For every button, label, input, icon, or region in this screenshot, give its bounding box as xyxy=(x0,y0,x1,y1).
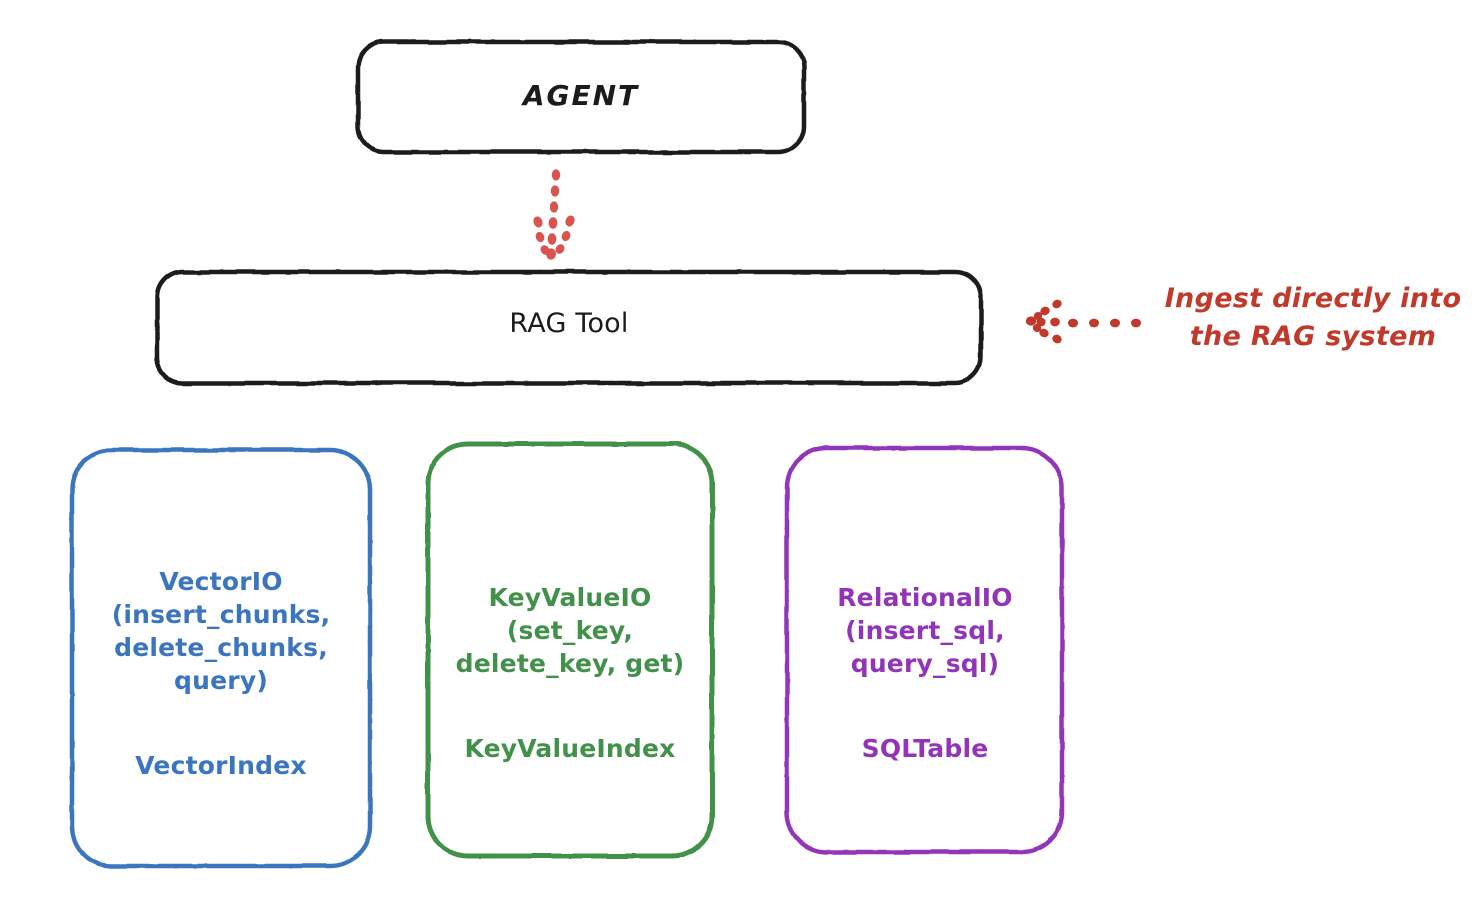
agent-to-rag-dotted-arrow xyxy=(533,169,575,260)
rag-tool-node-outline[interactable] xyxy=(154,269,984,386)
ingest-annotation-label: Ingest directly into the RAG system xyxy=(1164,283,1462,353)
agent-node-outline[interactable] xyxy=(355,39,807,155)
ingest-dotted-arrow xyxy=(1025,299,1141,344)
vector-io-node-outline[interactable] xyxy=(69,447,373,869)
relational-io-node-outline[interactable] xyxy=(784,445,1065,855)
key-value-io-node-outline[interactable] xyxy=(425,441,715,859)
